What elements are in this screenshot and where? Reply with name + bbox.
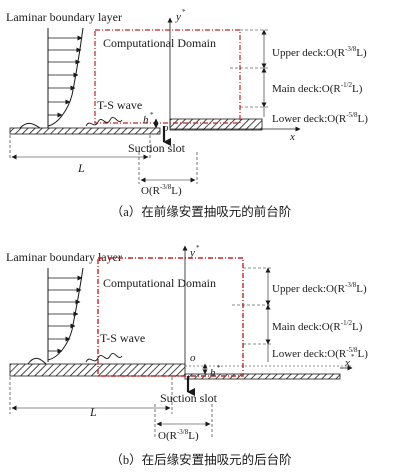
slot-size-label: O(R-3/8L) xyxy=(141,183,182,197)
velocity-profile xyxy=(47,267,84,362)
computational-domain xyxy=(94,29,241,124)
slot-size-label: O(R-3/8L) xyxy=(158,428,199,442)
caption-b: （b）在后缘安置抽吸元的后台阶 xyxy=(110,452,292,467)
suction-slot-label: Suction slot xyxy=(128,141,186,155)
origin-label: o xyxy=(190,352,196,364)
x-axis-label: x xyxy=(289,131,295,143)
boundary-layer-label: Laminar boundary layer xyxy=(6,10,122,24)
main-deck-label: Main deck:O(R-1/2L) xyxy=(272,319,363,333)
lower-deck-label: Lower deck:O(R-5/8L) xyxy=(272,111,368,125)
l-label: L xyxy=(89,405,97,419)
step-height-label: h xyxy=(210,367,216,379)
panel-a: Laminar boundary layer Computational Dom… xyxy=(6,8,368,219)
ts-wave-curve xyxy=(85,353,123,363)
domain-label: Computational Domain xyxy=(103,276,216,290)
deck-dimensions xyxy=(232,267,272,362)
computational-domain xyxy=(97,257,244,377)
caption-a: （a）在前缘安置抽吸元的前台阶 xyxy=(111,204,292,219)
origin-label: o xyxy=(163,122,169,134)
y-axis-sup: * xyxy=(182,8,186,16)
upper-deck-label: Upper deck:O(R-3/8L) xyxy=(272,281,367,295)
x-axis-sup: * xyxy=(351,353,355,361)
suction-slot-label: Suction slot xyxy=(160,391,218,405)
wall-step xyxy=(169,118,263,131)
step-height-sup: * xyxy=(217,364,221,372)
leading-edge xyxy=(27,357,47,365)
y-axis-sup: * xyxy=(196,244,200,252)
y-axis-label: y xyxy=(189,247,195,259)
step-height-sup: * xyxy=(150,111,154,119)
main-deck-label: Main deck:O(R-1/2L) xyxy=(272,81,363,95)
domain-label: Computational Domain xyxy=(103,36,216,50)
ts-wave-curve xyxy=(85,117,123,127)
ts-wave-label: T-S wave xyxy=(97,98,142,112)
boundary-layer-label: Laminar boundary layer xyxy=(6,250,122,264)
wall-upstream xyxy=(9,127,161,135)
velocity-profile xyxy=(47,27,84,128)
deck-dimensions xyxy=(230,29,268,117)
step-height-label: h xyxy=(143,114,149,126)
leading-edge xyxy=(19,122,41,129)
panel-b: Laminar boundary layer Computational Dom… xyxy=(6,244,368,467)
ts-wave-label: T-S wave xyxy=(100,331,145,345)
upper-deck-label: Upper deck:O(R-3/8L) xyxy=(272,45,367,59)
x-axis-sup: * xyxy=(296,127,300,135)
x-axis-label: x xyxy=(344,357,350,369)
l-label: L xyxy=(77,161,85,175)
y-axis-label: y xyxy=(175,11,181,23)
lower-deck-label: Lower deck:O(R-5/8L) xyxy=(272,346,368,360)
